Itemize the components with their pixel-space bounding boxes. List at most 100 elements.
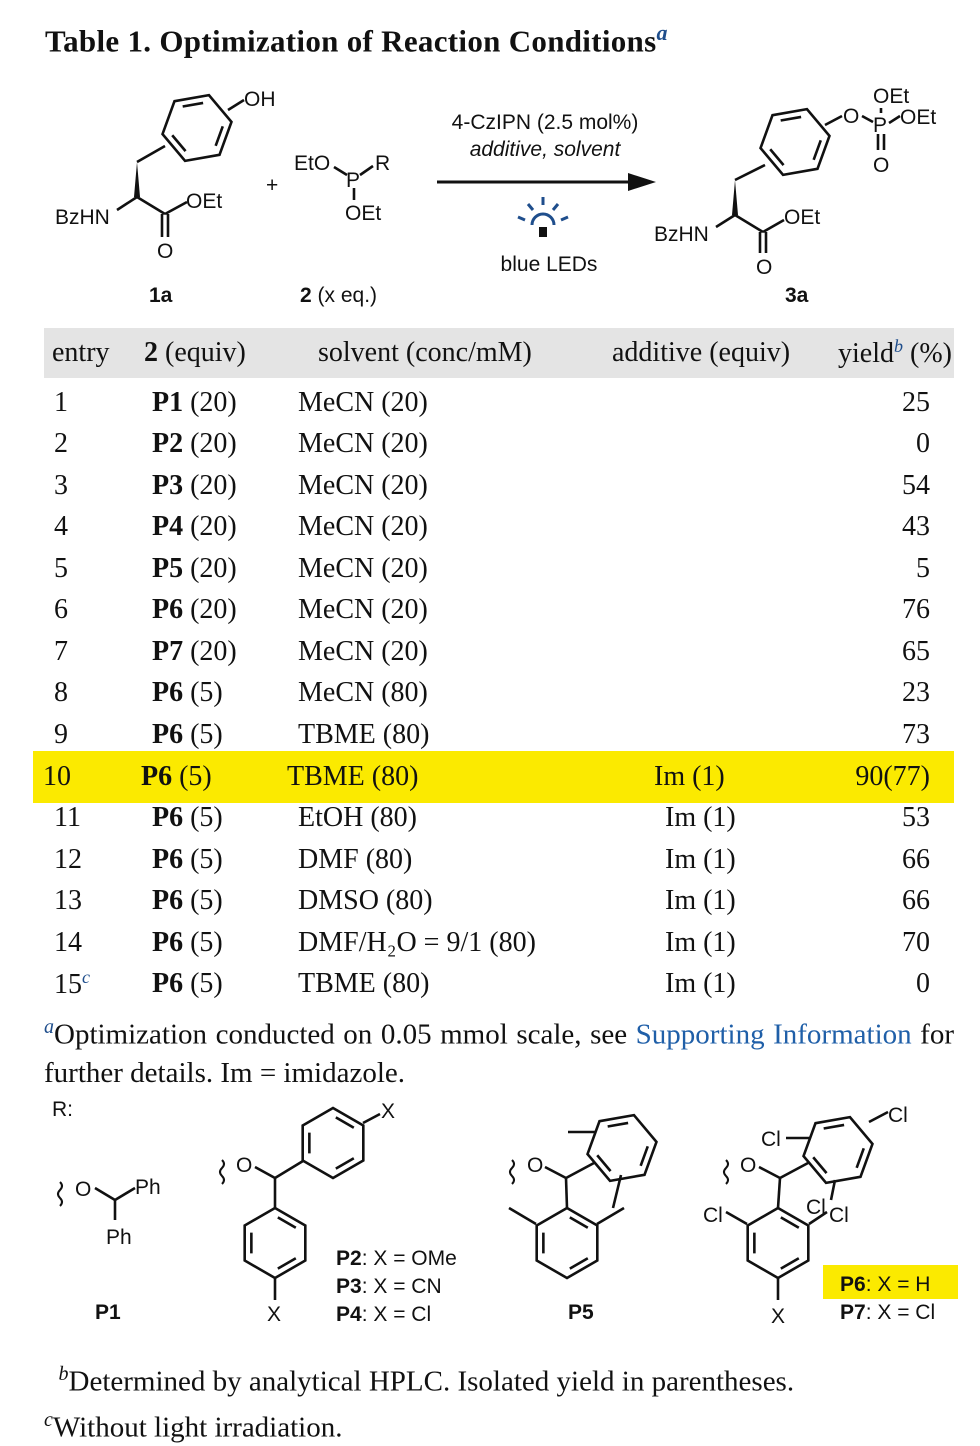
- cell-reagent: P3 (20): [152, 469, 237, 501]
- cell-entry: 13: [54, 885, 82, 917]
- plus-sign: +: [266, 174, 278, 197]
- group-label: R: [375, 152, 390, 175]
- cell-yield: 5: [916, 552, 930, 584]
- conditions-additive: additive, solvent: [470, 138, 622, 161]
- definition-p3: P3: X = CN: [336, 1275, 442, 1298]
- cell-entry: 8: [54, 677, 68, 709]
- footnote-a: aOptimization conducted on 0.05 mmol sca…: [44, 1016, 954, 1089]
- cell-entry: 2: [54, 428, 68, 460]
- cell-yield: 76: [902, 594, 930, 626]
- cell-yield: 54: [902, 469, 930, 501]
- cell-reagent: P6 (5): [152, 843, 223, 875]
- cell-reagent: P7 (20): [152, 635, 237, 667]
- group-label: Cl: [703, 1204, 723, 1227]
- cell-reagent: P6 (5): [141, 760, 212, 792]
- group-label: X: [381, 1100, 395, 1123]
- supporting-information-link[interactable]: Supporting Information: [635, 1018, 912, 1051]
- cell-entry: 1: [54, 386, 68, 418]
- footnote-marker: a: [656, 20, 668, 45]
- cell-entry: 3: [54, 469, 68, 501]
- group-label: Cl: [761, 1128, 781, 1151]
- group-label: OEt: [345, 202, 381, 225]
- group-label: Cl: [888, 1104, 908, 1127]
- definition-p6: P6: X = H: [840, 1273, 930, 1296]
- table-row: 1 P1 (20) MeCN (20) 25: [44, 382, 954, 424]
- cell-yield: 70: [902, 926, 930, 958]
- cell-solvent: MeCN (20): [298, 469, 428, 501]
- cell-reagent: P6 (5): [152, 677, 223, 709]
- group-label: O: [157, 240, 173, 263]
- cell-reagent: P1 (20): [152, 386, 237, 418]
- compound-label-3a: 3a: [785, 284, 809, 307]
- conditions-light: blue LEDs: [501, 253, 598, 276]
- group-label: OEt: [900, 106, 936, 129]
- cell-reagent: P6 (5): [152, 718, 223, 750]
- cell-solvent: EtOH (80): [298, 802, 417, 834]
- cell-additive: Im (1): [665, 885, 736, 917]
- cell-solvent: TBME (80): [298, 968, 430, 1000]
- group-label: BzHN: [55, 206, 110, 229]
- group-label: P: [346, 169, 360, 192]
- header-solvent: solvent (conc/mM): [318, 337, 532, 368]
- compound-label-1a: 1a: [149, 284, 173, 307]
- cell-additive: Im (1): [654, 760, 725, 792]
- group-label: O: [756, 256, 772, 279]
- cell-solvent: MeCN (20): [298, 511, 428, 543]
- group-label: O: [236, 1154, 252, 1177]
- cell-yield: 23: [902, 677, 930, 709]
- header-reagent: 2 (equiv): [144, 337, 246, 368]
- footnote-c: Without light irradiation.: [52, 1411, 343, 1444]
- group-label: O: [843, 105, 859, 128]
- group-label: Cl: [806, 1196, 826, 1219]
- cell-reagent: P2 (20): [152, 428, 237, 460]
- r-group-structures: R: O Ph Ph P1 O X X P2: X = OMe P3: X = …: [52, 1098, 958, 1328]
- cell-reagent: P6 (20): [152, 594, 237, 626]
- cell-solvent: MeCN (20): [298, 552, 428, 584]
- group-label: O: [75, 1178, 91, 1201]
- group-label: OEt: [186, 190, 222, 213]
- cell-reagent: P4 (20): [152, 511, 237, 543]
- cell-reagent: P6 (5): [152, 885, 223, 917]
- r-label: R:: [52, 1098, 73, 1121]
- group-label: EtO: [294, 152, 330, 175]
- footnote-c-mark: c: [44, 1408, 53, 1431]
- conditions-catalyst: 4-CzIPN (2.5 mol%): [452, 111, 639, 134]
- group-label: OEt: [873, 85, 909, 108]
- definition-p7: P7: X = Cl: [840, 1301, 935, 1324]
- group-label: O: [527, 1154, 543, 1177]
- cell-entry: 7: [54, 635, 68, 667]
- group-label: X: [267, 1303, 281, 1326]
- cell-solvent: MeCN (20): [298, 386, 428, 418]
- group-label: O: [740, 1154, 756, 1177]
- cell-yield: 73: [902, 718, 930, 750]
- cell-entry: 14: [54, 926, 82, 958]
- cell-yield: 25: [902, 386, 930, 418]
- group-label: OH: [244, 88, 276, 111]
- group-label: BzHN: [654, 223, 709, 246]
- header-entry: entry: [52, 337, 110, 368]
- cell-reagent: P6 (5): [152, 802, 223, 834]
- cell-reagent: P5 (20): [152, 552, 237, 584]
- header-additive: additive (equiv): [612, 337, 791, 368]
- cell-yield: 66: [902, 843, 930, 875]
- cell-solvent: MeCN (20): [298, 428, 428, 460]
- cell-yield: 0: [916, 968, 930, 1000]
- cell-entry: 12: [54, 843, 82, 875]
- cell-entry: 15c: [54, 967, 90, 1001]
- cell-reagent: P6 (5): [152, 968, 223, 1000]
- reaction-scheme: OH BzHN OEt O 1a + EtO P R OEt 2 (x eq.)…: [55, 85, 936, 307]
- compound-label-2: 2 (x eq.): [300, 284, 377, 307]
- cell-additive: Im (1): [665, 802, 736, 834]
- cell-solvent: MeCN (20): [298, 594, 428, 626]
